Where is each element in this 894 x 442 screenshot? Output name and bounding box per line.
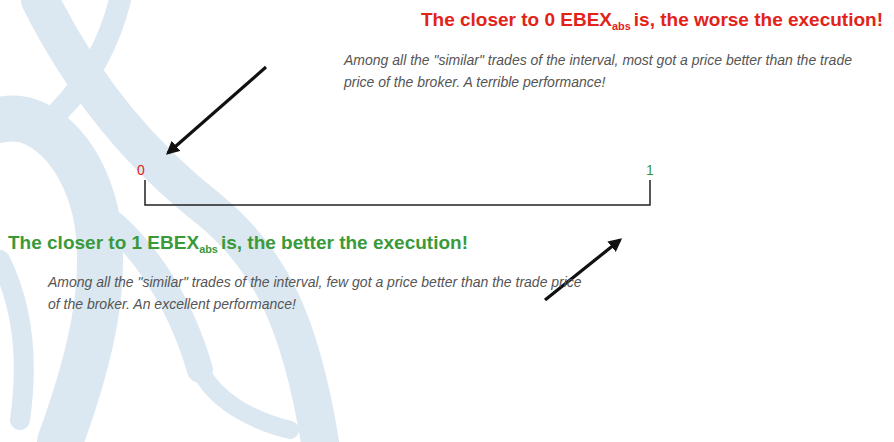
- note-text: Among all the "similar" trades of the in…: [344, 49, 884, 93]
- scale-bracket: [145, 180, 650, 205]
- heading: is, the worse the execution!: [634, 9, 883, 30]
- subscript: abs: [612, 20, 631, 32]
- heading: is, the better the execution!: [221, 232, 468, 253]
- pointer-arrow: [168, 67, 266, 153]
- heading: The closer to 1 EBEX: [8, 232, 199, 253]
- subscript: abs: [199, 243, 218, 255]
- text-line: 1: [646, 161, 654, 179]
- scale-end: 0: [137, 162, 145, 178]
- scale-end: 1: [646, 162, 654, 178]
- watermark-figure: [0, 0, 320, 442]
- text-line: Among all the "similar" trades of the in…: [48, 271, 593, 315]
- text-line: Among all the "similar" trades of the in…: [344, 49, 884, 93]
- text-line: The closer to 0 EBEXabsis, the worse the…: [421, 9, 883, 32]
- note-text: Among all the "similar" trades of the in…: [48, 271, 593, 315]
- heading: The closer to 0 EBEX: [421, 9, 612, 30]
- pointer-arrow: [545, 240, 620, 300]
- text-line: The closer to 1 EBEXabsis, the better th…: [8, 232, 468, 255]
- text-line: 0: [137, 161, 145, 179]
